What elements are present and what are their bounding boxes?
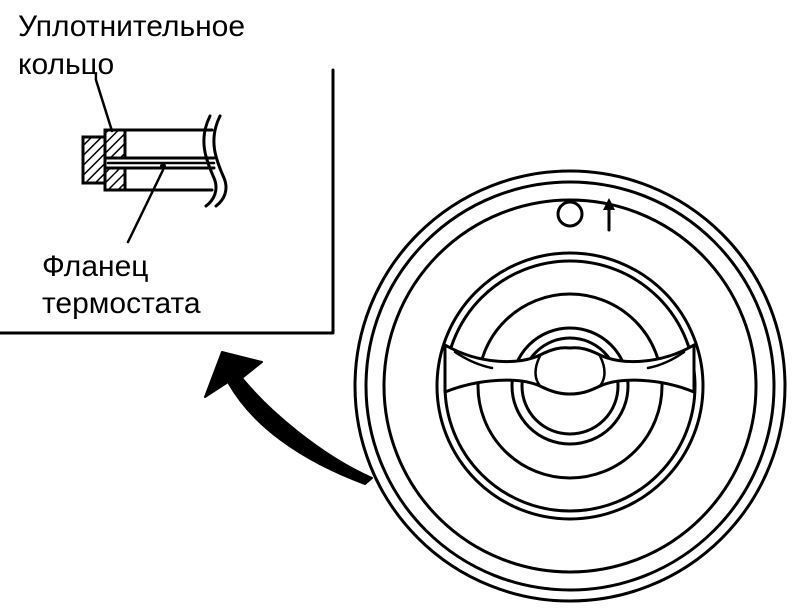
jiggle-valve-hole bbox=[556, 200, 584, 228]
outer-flange-ring-inner bbox=[382, 198, 758, 574]
valve-ring bbox=[476, 292, 664, 480]
valve-body-ring-outer bbox=[435, 251, 705, 521]
seal-ring-label-line1: Уплотнительное bbox=[18, 10, 245, 43]
outer-flange-ring-outer bbox=[353, 169, 787, 603]
flange-label-line2: термостата bbox=[42, 287, 201, 320]
valve-seat-outer bbox=[510, 326, 630, 446]
flange-label-line1: Фланец bbox=[42, 250, 148, 283]
bridge-hub-right bbox=[598, 354, 606, 388]
thermostat-top-view bbox=[353, 169, 787, 603]
valve-seat-inner bbox=[520, 336, 620, 436]
outer-flange-ring-middle bbox=[364, 180, 776, 592]
flange-leader bbox=[126, 168, 165, 244]
bridge-edge-left bbox=[453, 350, 494, 370]
inset-frame bbox=[0, 68, 335, 335]
curved-arrow bbox=[204, 351, 373, 485]
seal-ring-leader bbox=[94, 78, 114, 133]
bridge-hub-left bbox=[534, 354, 542, 388]
valve-bridge bbox=[443, 343, 696, 396]
bridge-edge-right bbox=[646, 350, 686, 370]
detail-inset: Уплотнительное кольцо Фланец термостата bbox=[0, 10, 335, 335]
seal-ring-label-line2: кольцо bbox=[18, 48, 114, 81]
direction-arrow-head bbox=[603, 198, 615, 210]
seal-ring-section bbox=[81, 128, 127, 192]
flange-section bbox=[103, 114, 228, 208]
